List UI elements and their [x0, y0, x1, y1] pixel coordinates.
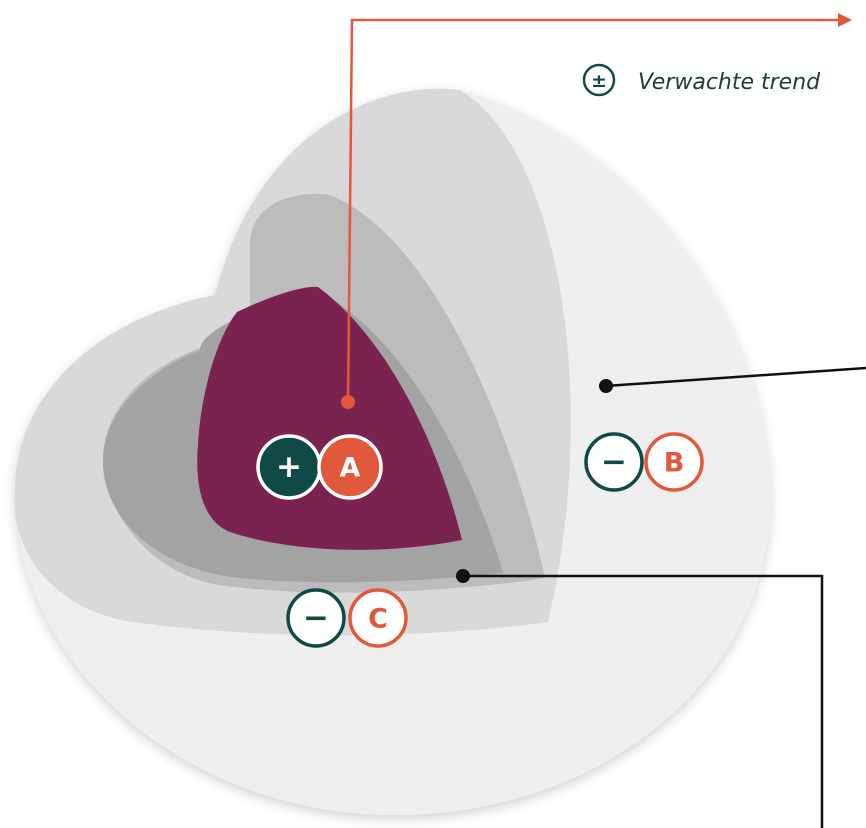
- badge-a-letter: A: [340, 453, 361, 484]
- badge-c-trend: [286, 588, 346, 648]
- badge-b-trend: [584, 432, 644, 492]
- badge-c-trend-sign: −: [303, 600, 329, 636]
- shell-b-leader-dot: [599, 379, 613, 393]
- badge-c-letter: C: [368, 604, 388, 635]
- core-leader-arrowhead: [838, 13, 852, 27]
- core-leader-line: [346, 18, 838, 403]
- legend-label: Verwachte trend: [638, 70, 821, 95]
- badge-b-letter-circle: [644, 432, 704, 492]
- badge-c-letter-circle: [348, 588, 408, 648]
- badge-c: − C: [286, 588, 408, 648]
- badge-b: − B: [584, 432, 704, 492]
- layer-c-leader-line: [463, 574, 824, 828]
- legend: ± Verwachte trend: [582, 63, 821, 97]
- badge-b-trend-sign: −: [601, 444, 627, 480]
- badge-a-letter-circle: [317, 434, 383, 500]
- shell-b-leader-line: [605, 366, 866, 388]
- badge-a-trend-sign: +: [276, 449, 302, 485]
- badge-a: + A: [256, 434, 383, 500]
- legend-trend-icon: [582, 63, 616, 97]
- badge-b-letter: B: [664, 448, 685, 479]
- layer-c-leader-dot: [456, 569, 470, 583]
- legend-symbol: ±: [591, 70, 607, 92]
- core-leader-dot: [341, 395, 355, 409]
